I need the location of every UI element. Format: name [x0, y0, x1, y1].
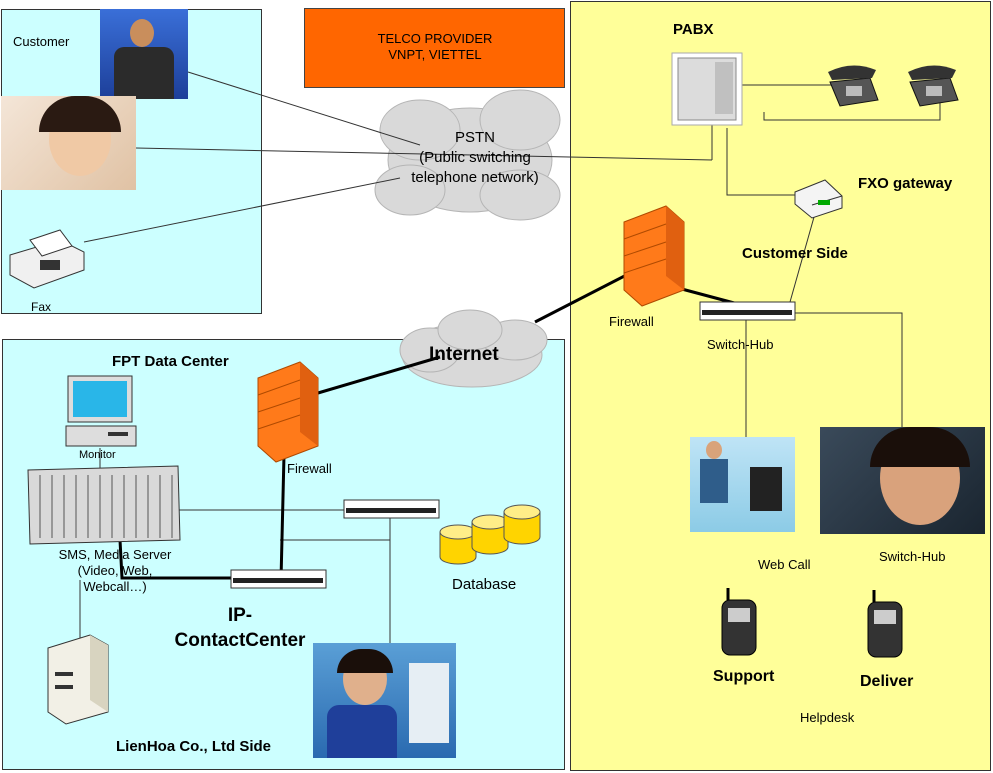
line-firewall-switch-right: [677, 286, 739, 306]
server-line3: Webcall…): [83, 579, 147, 594]
pabx-icon: [671, 52, 743, 126]
desk-phone-icon: [828, 65, 879, 107]
helpdesk-label: Helpdesk: [800, 710, 855, 725]
woman-on-phone-photo: [1, 96, 136, 190]
media-server-rack-icon: [27, 465, 181, 545]
fax-icon: [9, 229, 85, 289]
customer-title: Customer: [13, 34, 70, 49]
pstn-line2: (Public switching: [419, 149, 531, 166]
pstn-cloud: [374, 89, 561, 221]
switch-hub-2-label: Switch-Hub: [879, 549, 946, 564]
fpt-datacenter-title: FPT Data Center: [112, 353, 229, 370]
line-internet-firewall-right: [534, 266, 641, 324]
firewall-left-icon: [257, 361, 319, 463]
ipcc-line1: IP-: [227, 605, 253, 626]
media-server-label: SMS, Media Server (Video, Web, Webcall…): [30, 547, 200, 595]
web-call-photo: [690, 437, 795, 532]
lienhoa-side-label: LienHoa Co., Ltd Side: [116, 738, 272, 755]
line-phone-pabx: [135, 147, 713, 161]
contact-center-agent-photo: [313, 643, 456, 758]
internet-label: Internet: [429, 344, 499, 365]
customer-side-region: [570, 1, 991, 771]
line-fax-pstn: [83, 177, 401, 243]
monitor-icon: [65, 375, 137, 447]
line-fxo-switch: [789, 209, 817, 303]
fax-label: Fax: [31, 300, 52, 314]
firewall-left-label: Firewall: [287, 461, 332, 476]
ip-contactcenter-label: IP- ContactCenter: [150, 603, 330, 653]
tower-pc-icon: [47, 634, 109, 725]
monitor-label: Monitor: [79, 449, 116, 461]
headset-agent-photo: [820, 427, 985, 534]
switch-right-icon: [699, 301, 796, 321]
switch-hub-label: Switch-Hub: [707, 337, 774, 352]
telco-provider-label: TELCO PROVIDER VNPT, VIETTEL: [335, 31, 535, 63]
telco-provider-box: [304, 8, 565, 88]
line-pabx-fxo: [726, 128, 795, 196]
ipcc-line2: ContactCenter: [174, 630, 306, 651]
customer-side-label: Customer Side: [742, 245, 848, 262]
switch-left-bottom-icon: [230, 569, 327, 589]
telco-line2: VNPT, VIETTEL: [388, 47, 482, 62]
firewall-right-label: Firewall: [609, 314, 654, 329]
server-line1: SMS, Media Server: [58, 547, 172, 562]
database-icon: [439, 504, 541, 565]
line-server-ipcc: [118, 539, 232, 580]
line-switch-agent: [795, 312, 903, 428]
pabx-label: PABX: [673, 21, 714, 38]
internet-cloud: [399, 309, 548, 388]
desk-phone-2-icon: [908, 65, 959, 107]
switch-left-top-icon: [343, 499, 440, 519]
businessman-photo: [100, 9, 188, 99]
database-label: Database: [452, 576, 517, 593]
server-line2: (Video, Web,: [77, 563, 153, 578]
support-label: Support: [713, 668, 775, 685]
line-pabx-phone2: [763, 95, 941, 121]
fxo-gateway-icon: [794, 179, 843, 219]
web-call-label: Web Call: [758, 557, 811, 572]
deliver-label: Deliver: [860, 673, 914, 690]
pstn-label: PSTN (Public switching telephone network…: [390, 128, 560, 188]
line-firewall-internet: [317, 355, 441, 395]
fxo-gateway-label: FXO gateway: [858, 175, 953, 192]
mobile-phone-deliver-icon: [867, 590, 903, 658]
telco-line1: TELCO PROVIDER: [377, 31, 493, 46]
mobile-phone-support-icon: [721, 588, 757, 656]
pstn-line1: PSTN: [454, 129, 495, 146]
pstn-line3: telephone network): [411, 169, 539, 186]
line-customer-pstn: [187, 71, 421, 146]
firewall-right-icon: [623, 205, 685, 307]
